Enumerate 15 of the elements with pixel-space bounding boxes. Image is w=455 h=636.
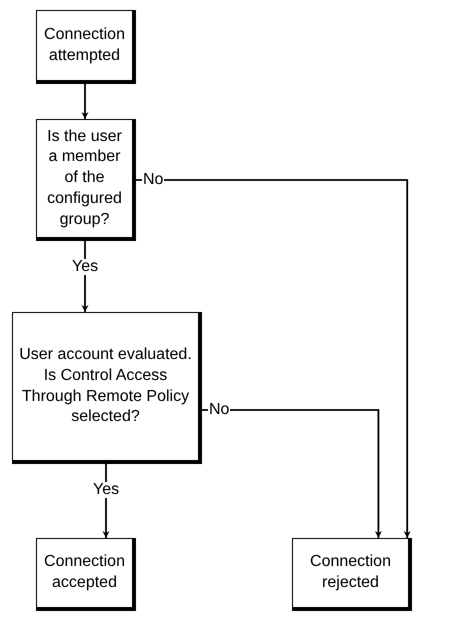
box-text: Connection rejected xyxy=(309,552,392,593)
process-box xyxy=(36,119,136,241)
box-text: User account evaluated. Is Control Access Through Remote Policy selected? xyxy=(18,344,193,428)
process-box xyxy=(36,10,136,84)
process-box xyxy=(12,312,202,464)
edge-label: Yes xyxy=(71,259,100,275)
box-text: Is the user a member of the configured group? xyxy=(46,126,123,230)
edge-label: Yes xyxy=(92,482,120,498)
process-box xyxy=(36,538,136,611)
arrow xyxy=(136,179,411,538)
arrow xyxy=(202,409,382,538)
process-box xyxy=(292,538,412,611)
arrow xyxy=(82,84,88,119)
box-text: Connection accepted xyxy=(43,552,126,593)
box-text: Connection attempted xyxy=(43,24,126,66)
